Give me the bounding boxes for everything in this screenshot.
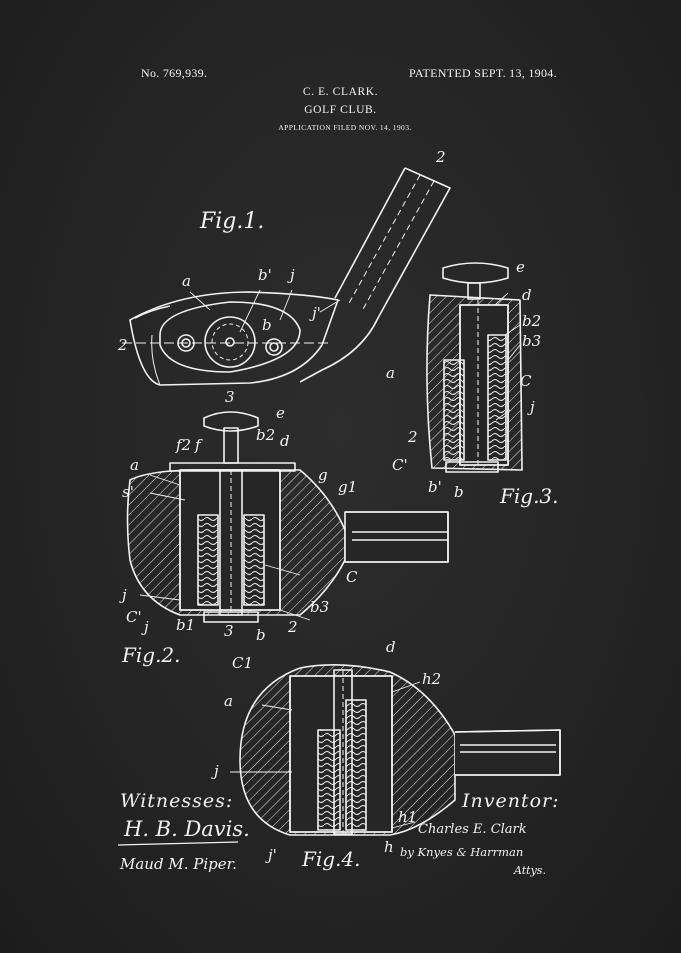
fig2-label-C: C xyxy=(346,568,358,586)
fig3-label-2: 2 xyxy=(407,428,418,446)
fig2-label-a: a xyxy=(130,456,139,474)
fig2-label-C1: C1 xyxy=(232,654,253,672)
fig1-label-a: a xyxy=(182,272,191,290)
attorneys-suffix: Attys. xyxy=(514,864,546,877)
application-filed: APPLICATION FILED NOV. 14, 1903. xyxy=(278,123,412,132)
witnesses-heading: Witnesses: xyxy=(120,790,234,812)
fig4-caption: Fig.4. xyxy=(301,847,361,871)
fig1-label-j: j xyxy=(287,266,295,284)
fig1-label-b-prime: b' xyxy=(258,266,272,284)
witness-2-signature: Maud M. Piper. xyxy=(120,855,237,873)
fig3-label-b: b xyxy=(454,483,464,501)
attorneys-signature: by Knyes & Harrman xyxy=(400,845,524,859)
fig2-label-b: b xyxy=(256,626,266,644)
fig2-label-e: e xyxy=(276,404,285,422)
fig2-label-d: d xyxy=(280,432,290,450)
figure-4-drawing xyxy=(239,664,561,836)
figure-1-drawing xyxy=(122,167,451,386)
fig2-label-g1: g1 xyxy=(338,478,357,496)
fig2-label-g: g xyxy=(318,466,328,484)
fig2-label-3-top: 3 xyxy=(225,388,235,406)
fig1-label-j-prime: j' xyxy=(309,304,321,322)
fig2-label-b1: b1 xyxy=(176,616,195,634)
fig3-label-a: a xyxy=(386,364,395,382)
fig3-label-j: j xyxy=(527,398,535,416)
fig3-label-d: d xyxy=(522,286,532,304)
fig4-label-j-prime: j' xyxy=(265,846,277,864)
figure-3-drawing xyxy=(426,262,523,473)
figure-2-drawing xyxy=(126,411,449,623)
fig2-label-s-prime: s' xyxy=(122,483,134,501)
fig3-label-b3: b3 xyxy=(522,332,541,350)
fig2-label-3-bottom: 3 xyxy=(224,622,234,640)
fig2-label-b3: b3 xyxy=(310,598,329,616)
fig1-label-2-top: 2 xyxy=(435,148,446,166)
fig2-label-f2: f2 xyxy=(175,436,191,454)
fig2-label-f: f xyxy=(194,436,203,454)
fig4-label-h: h xyxy=(384,838,394,856)
fig2-label-j-upper: j xyxy=(119,586,127,604)
fig1-caption: Fig.1. xyxy=(199,209,264,234)
fig1-label-2-left: 2 xyxy=(117,336,128,354)
fig2-label-C-prime: C' xyxy=(126,608,142,626)
fig2-label-b2: b2 xyxy=(256,426,275,444)
fig4-label-d: d xyxy=(386,638,396,656)
fig2-caption: Fig.2. xyxy=(121,643,181,667)
inventor-signature: Charles E. Clark xyxy=(418,822,527,837)
fig2-label-2: 2 xyxy=(287,618,298,636)
patent-number: No. 769,939. xyxy=(141,66,208,80)
fig3-caption: Fig.3. xyxy=(499,484,559,508)
fig3-label-e: e xyxy=(516,258,525,276)
fig3-label-C: C xyxy=(520,372,532,390)
patented-date: PATENTED SEPT. 13, 1904. xyxy=(409,66,557,80)
fig1-label-b: b xyxy=(262,316,272,334)
patent-title: GOLF CLUB. xyxy=(304,104,377,116)
witness-1-signature: H. B. Davis. xyxy=(124,817,250,841)
fig4-label-a: a xyxy=(224,692,233,710)
fig2-label-j-lower: j xyxy=(141,618,149,636)
fig3-label-b2: b2 xyxy=(522,312,541,330)
fig3-label-b-prime: b' xyxy=(428,478,442,496)
fig4-label-h1: h1 xyxy=(398,808,417,826)
inventor-heading: Inventor: xyxy=(462,790,560,812)
inventor-name: C. E. CLARK. xyxy=(302,86,379,98)
fig4-label-j: j xyxy=(211,762,219,780)
fig3-label-C-prime: C' xyxy=(392,456,408,474)
fig4-label-h2: h2 xyxy=(422,670,441,688)
